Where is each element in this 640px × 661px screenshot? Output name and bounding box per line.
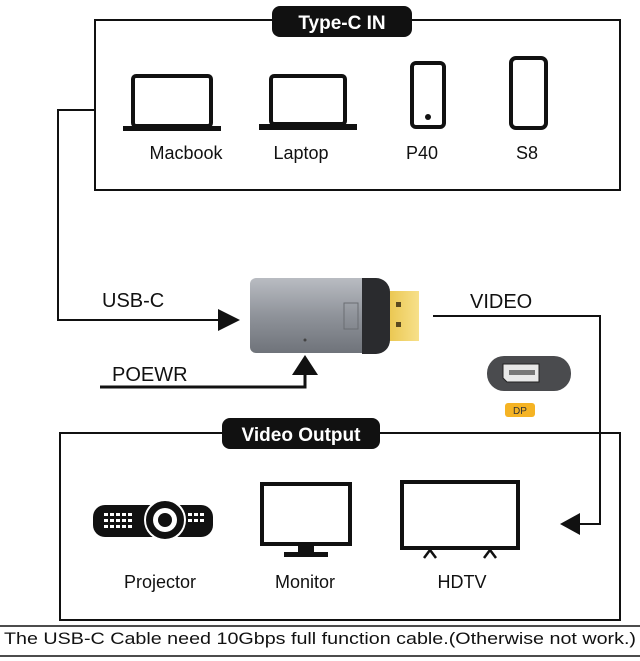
dp-badge: [505, 403, 535, 417]
dp-port-icon: [487, 356, 571, 391]
adapter-image: [250, 278, 419, 354]
device-label-laptop: Laptop: [273, 143, 328, 163]
usb-c-connection: USB-C: [57, 109, 240, 331]
usb-c-label: USB-C: [102, 290, 164, 312]
arrow-up-icon: [292, 355, 318, 375]
output-section: Video Output Projector Monitor: [59, 418, 621, 621]
arrow-right-icon: [218, 309, 240, 331]
laptop-icon: [259, 74, 357, 130]
input-title: Type-C IN: [298, 13, 385, 34]
tv-icon: [400, 480, 520, 559]
input-section: Type-C IN Macbook Laptop P40 S8: [94, 6, 621, 191]
monitor-icon: [260, 482, 352, 557]
device-label-s8: S8: [516, 143, 538, 163]
power-label: POEWR: [112, 364, 188, 386]
device-label-monitor: Monitor: [275, 572, 335, 592]
dp-badge-label: DP: [513, 406, 527, 417]
video-connection: VIDEO: [433, 291, 601, 535]
phone-icon: [410, 61, 446, 129]
output-title: Video Output: [242, 425, 362, 446]
projector-icon: [93, 499, 213, 541]
phone-icon: [509, 56, 548, 130]
video-label: VIDEO: [470, 291, 532, 313]
input-title-pill: [272, 6, 412, 37]
arrow-left-icon: [560, 513, 580, 535]
device-label-p40: P40: [406, 143, 438, 163]
laptop-icon: [123, 74, 221, 131]
footer-note: The USB-C Cable need 10Gbps full functio…: [4, 630, 636, 648]
power-connection: POEWR: [100, 355, 318, 389]
device-label-projector: Projector: [124, 572, 196, 592]
device-label-hdtv: HDTV: [438, 572, 487, 592]
output-title-pill: [222, 418, 380, 449]
device-label-macbook: Macbook: [149, 143, 223, 163]
